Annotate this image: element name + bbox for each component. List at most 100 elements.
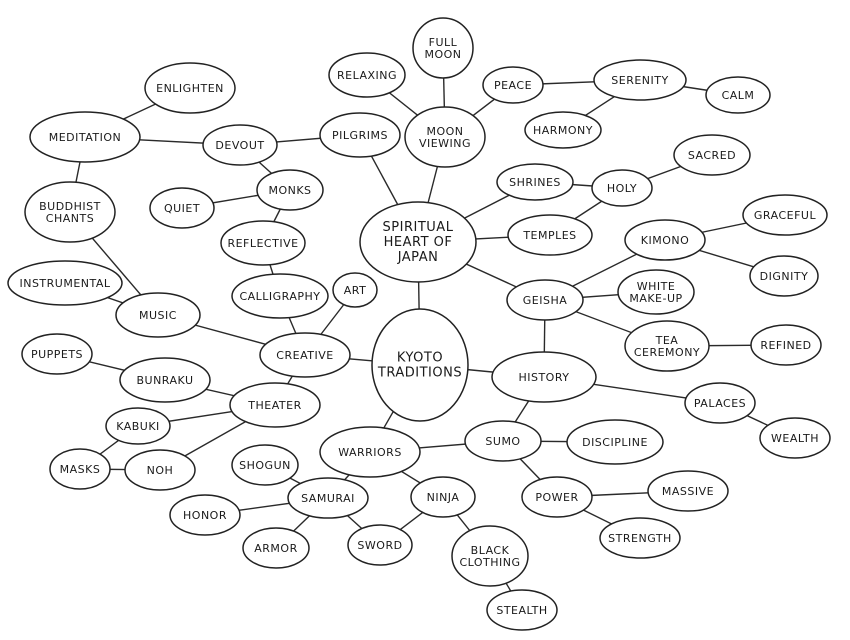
node-ellipse bbox=[750, 324, 822, 366]
node-label: SACRED bbox=[688, 149, 736, 162]
node-ellipse bbox=[759, 417, 831, 459]
node-ellipse bbox=[486, 589, 558, 631]
node-reflective: REFLECTIVE bbox=[220, 220, 306, 266]
node-dignity: DIGNITY bbox=[749, 255, 819, 297]
node-label: CREATIVE bbox=[276, 349, 333, 362]
node-ellipse bbox=[259, 332, 351, 378]
node-peace: PEACE bbox=[482, 66, 544, 104]
node-label: DIGNITY bbox=[760, 270, 809, 283]
node-ellipse bbox=[705, 76, 771, 114]
node-ellipse bbox=[229, 382, 321, 428]
node-label: BLACK bbox=[471, 544, 510, 557]
node-label: PILGRIMS bbox=[332, 129, 388, 142]
node-label: INSTRUMENTAL bbox=[19, 277, 110, 290]
node-serenity: SERENITY bbox=[593, 59, 687, 101]
node-label: MUSIC bbox=[139, 309, 177, 322]
node-geisha: GEISHA bbox=[506, 279, 584, 321]
node-ellipse bbox=[319, 112, 401, 158]
node-ellipse bbox=[24, 181, 116, 243]
node-label: KABUKI bbox=[116, 420, 160, 433]
node-label: ENLIGHTEN bbox=[156, 82, 224, 95]
node-noh: NOH bbox=[124, 449, 196, 491]
node-label: WEALTH bbox=[771, 432, 819, 445]
node-label: HEART OF bbox=[384, 235, 453, 250]
node-ellipse bbox=[684, 382, 756, 424]
node-label: SHOGUN bbox=[239, 459, 291, 472]
node-ellipse bbox=[749, 255, 819, 297]
node-palaces: PALACES bbox=[684, 382, 756, 424]
node-label: ARMOR bbox=[254, 542, 297, 555]
node-label: MAKE-UP bbox=[629, 292, 682, 305]
node-ellipse bbox=[332, 272, 378, 308]
node-ellipse bbox=[287, 477, 369, 519]
node-ellipse bbox=[412, 17, 474, 79]
node-ellipse bbox=[404, 106, 486, 168]
node-label: NOH bbox=[147, 464, 174, 477]
node-refined: REFINED bbox=[750, 324, 822, 366]
node-label: ART bbox=[344, 284, 367, 297]
node-ellipse bbox=[49, 448, 111, 490]
node-graceful: GRACEFUL bbox=[742, 194, 828, 236]
node-ellipse bbox=[124, 449, 196, 491]
node-theater: THEATER bbox=[229, 382, 321, 428]
node-sacred: SACRED bbox=[673, 134, 751, 176]
node-ellipse bbox=[524, 111, 602, 149]
node-creative: CREATIVE bbox=[259, 332, 351, 378]
node-ellipse bbox=[624, 219, 706, 261]
node-wealth: WEALTH bbox=[759, 417, 831, 459]
node-ellipse bbox=[7, 260, 123, 306]
node-label: BUNRAKU bbox=[136, 374, 193, 387]
node-label: SPIRITUAL bbox=[383, 220, 454, 235]
node-ellipse bbox=[359, 201, 477, 283]
node-masks: MASKS bbox=[49, 448, 111, 490]
node-ellipse bbox=[591, 169, 653, 207]
node-ellipse bbox=[21, 333, 93, 375]
node-history: HISTORY bbox=[491, 351, 597, 403]
node-stealth: STEALTH bbox=[486, 589, 558, 631]
node-label: SERENITY bbox=[611, 74, 668, 87]
node-ellipse bbox=[29, 111, 141, 163]
node-ellipse bbox=[496, 163, 574, 201]
node-shogun: SHOGUN bbox=[231, 444, 299, 486]
node-warriors: WARRIORS bbox=[319, 426, 421, 478]
node-label: CALLIGRAPHY bbox=[239, 290, 320, 303]
node-armor: ARMOR bbox=[242, 527, 310, 569]
node-art: ART bbox=[332, 272, 378, 308]
node-label: HARMONY bbox=[533, 124, 593, 137]
node-harmony: HARMONY bbox=[524, 111, 602, 149]
node-label: NINJA bbox=[427, 491, 460, 504]
node-ellipse bbox=[328, 52, 406, 98]
node-discipline: DISCIPLINE bbox=[566, 419, 664, 465]
node-label: GEISHA bbox=[523, 294, 568, 307]
node-label: MEDITATION bbox=[49, 131, 122, 144]
node-ellipse bbox=[617, 269, 695, 315]
node-label: MASSIVE bbox=[662, 485, 714, 498]
node-label: REFINED bbox=[760, 339, 811, 352]
node-honor: HONOR bbox=[169, 494, 241, 536]
node-ellipse bbox=[202, 124, 278, 166]
node-kimono: KIMONO bbox=[624, 219, 706, 261]
node-label: PEACE bbox=[494, 79, 532, 92]
node-label: STEALTH bbox=[496, 604, 547, 617]
node-power: POWER bbox=[521, 476, 593, 518]
node-ellipse bbox=[319, 426, 421, 478]
node-ellipse bbox=[507, 214, 593, 256]
node-ellipse bbox=[105, 407, 171, 445]
node-label: DEVOUT bbox=[215, 139, 264, 152]
node-label: JAPAN bbox=[397, 250, 439, 265]
node-label: HISTORY bbox=[518, 371, 569, 384]
node-ellipse bbox=[464, 420, 542, 462]
node-calligraphy: CALLIGRAPHY bbox=[231, 273, 329, 319]
node-ellipse bbox=[451, 525, 529, 587]
node-holy: HOLY bbox=[591, 169, 653, 207]
node-label: POWER bbox=[535, 491, 578, 504]
node-ellipse bbox=[482, 66, 544, 104]
node-ellipse bbox=[566, 419, 664, 465]
node-instrumental: INSTRUMENTAL bbox=[7, 260, 123, 306]
node-bunraku: BUNRAKU bbox=[119, 357, 211, 403]
node-label: STRENGTH bbox=[608, 532, 672, 545]
